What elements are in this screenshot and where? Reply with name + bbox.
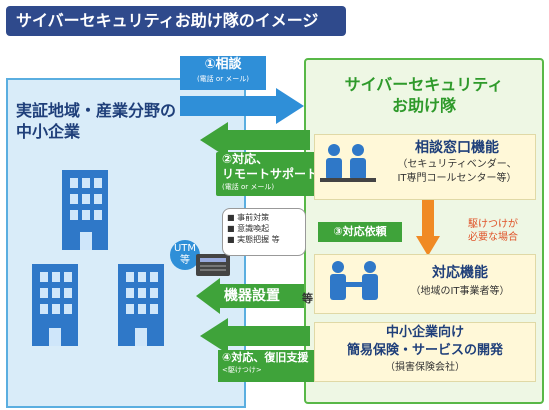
building-icon <box>62 170 108 250</box>
sme-title-line2: 中小企業 <box>16 122 81 141</box>
consult-window-sub2: IT専門コールセンター等） <box>397 173 517 184</box>
remote-support-label: ②対応、 リモートサポート (電話 or メール) <box>216 152 328 196</box>
device-install-title: 機器設置 <box>224 288 280 304</box>
remote-support-title-line2: リモートサポート <box>222 167 319 181</box>
insurance-title-line2: 簡易保険・サービスの開発 <box>346 343 503 358</box>
response-title: 対応機能 <box>432 265 488 281</box>
sme-panel <box>6 78 246 408</box>
utm-badge-line2: 等 <box>180 255 190 266</box>
device-install-label: 機器設置 <box>224 284 324 308</box>
insurance-title-line1: 中小企業向け <box>385 325 464 340</box>
consult-label-title: ①相談 <box>204 57 242 72</box>
response-sub: （地域のIT事業者等） <box>410 286 510 297</box>
utm-bullet: ■ 事前対策 <box>227 213 270 222</box>
insurance-box <box>314 322 536 382</box>
consult-window-text: 相談窓口機能 （セキュリティベンダー、 IT専門コールセンター等） <box>378 138 536 186</box>
recovery-label: ④対応、復旧支援 <駆けつけ> <box>218 350 328 382</box>
consult-label: ①相談 (電話 or メール) <box>180 56 266 90</box>
otasuketai-panel-title: サイバーセキュリティ お助け隊 <box>304 74 544 116</box>
recovery-note: <駆けつけ> <box>222 366 262 374</box>
consult-arrow <box>180 88 304 124</box>
sme-panel-title: 実証地域・産業分野の 中小企業 <box>16 100 216 142</box>
consult-label-note: (電話 or メール) <box>196 75 250 83</box>
dispatch-condition-line2: 必要な場合 <box>468 232 518 243</box>
device-install-suffix: 等 <box>302 292 313 305</box>
utm-bullet: ■ 実態把握 等 <box>227 235 280 244</box>
dispatch-arrow <box>416 200 440 256</box>
recovery-title: ④対応、復旧支援 <box>222 351 309 364</box>
otasuketai-title-line1: サイバーセキュリティ <box>344 75 504 94</box>
dispatch-request-label: ③対応依頼 <box>318 222 402 242</box>
utm-badge-line1: UTM <box>173 243 197 254</box>
building-group <box>32 170 164 346</box>
otasuketai-title-line2: お助け隊 <box>391 96 456 115</box>
handshake-icon <box>330 261 378 300</box>
building-icon <box>32 264 78 346</box>
building-icon <box>118 264 164 346</box>
page-title: サイバーセキュリティお助け隊のイメージ <box>6 6 346 36</box>
response-text: 対応機能 （地域のIT事業者等） <box>384 262 536 300</box>
utm-device-icon <box>196 254 230 276</box>
sme-title-line1: 実証地域・産業分野の <box>16 101 177 120</box>
recovery-arrow <box>200 318 310 354</box>
person-icon <box>320 144 376 182</box>
dispatch-condition-line1: 駆けつけが <box>468 219 518 230</box>
utm-badge: UTM 等 <box>170 240 200 270</box>
consult-window-sub1: （セキュリティベンダー、 <box>397 159 517 170</box>
insurance-text: 中小企業向け 簡易保険・サービスの開発 （損害保険会社） <box>314 324 536 376</box>
remote-support-title-line1: ②対応、 <box>222 152 269 166</box>
insurance-sub: （損害保険会社） <box>385 362 465 373</box>
utm-bullet: ■ 意識喚起 <box>227 224 270 233</box>
dispatch-condition-note: 駆けつけが 必要な場合 <box>446 218 540 244</box>
utm-purpose-bubble: ■ 事前対策 ■ 意識喚起 ■ 実態把握 等 <box>222 208 306 256</box>
remote-support-note: (電話 or メール) <box>222 183 275 191</box>
consult-window-title: 相談窓口機能 <box>415 140 499 156</box>
device-install-arrow <box>196 278 304 314</box>
remote-support-arrow <box>200 122 310 158</box>
